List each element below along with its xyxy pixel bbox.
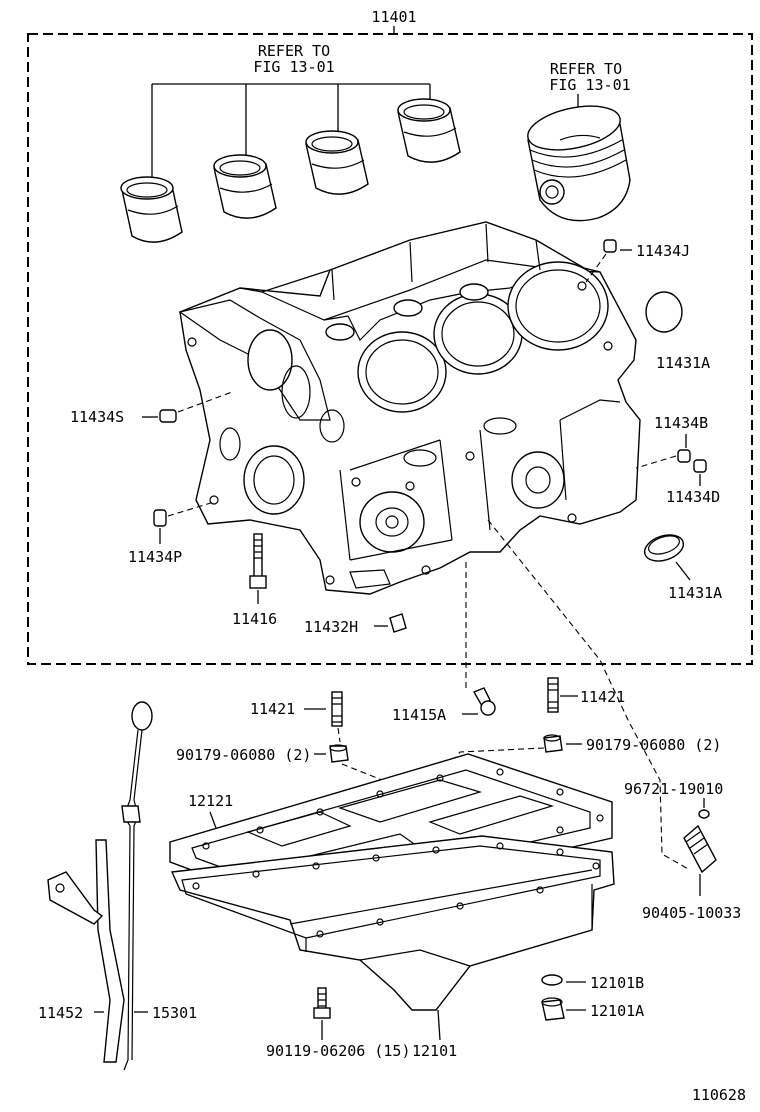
assembly-label: 11401 — [371, 8, 416, 26]
gasket-12101B: 12101B — [541, 974, 644, 992]
plug-11434J: 11434J — [585, 239, 690, 283]
refer-note-piston: REFER TO FIG 13-01 — [549, 60, 631, 112]
bolt-90119: 90119-06206 (15) — [266, 987, 411, 1060]
bearing-shell-1 — [120, 176, 183, 243]
label-90179-left: 90179-06080 (2) — [176, 746, 311, 764]
label-11421-left: 11421 — [250, 700, 295, 718]
refer-note-bearings: REFER TO FIG 13-01 — [151, 42, 431, 180]
refer-bearings-line2: FIG 13-01 — [253, 58, 334, 76]
label-11452: 11452 — [38, 1004, 83, 1022]
label-90179-right: 90179-06080 (2) — [586, 736, 721, 754]
assembly-callout: 11401 — [371, 8, 417, 34]
assembly-frame — [27, 33, 753, 665]
refer-piston-line1: REFER TO — [550, 60, 622, 78]
pin-11434P: 11434P — [128, 501, 215, 566]
nut-90179-right: 90179-06080 (2) — [451, 734, 721, 763]
oil-pan: 12101 — [170, 835, 615, 1060]
label-90405: 90405-10033 — [642, 904, 741, 922]
bearing-shell-2 — [213, 154, 277, 219]
expansion-plug-top: 11431A — [645, 291, 710, 372]
label-11431A-bottom: 11431A — [668, 584, 722, 602]
label-12101A: 12101A — [590, 1002, 644, 1020]
pin-11434D: 11434D — [666, 459, 720, 506]
label-96721: 96721-19010 — [624, 780, 723, 798]
label-11432H: 11432H — [304, 618, 358, 636]
leader-drain-plug — [487, 519, 691, 871]
label-11434B: 11434B — [654, 414, 708, 432]
label-15301: 15301 — [152, 1004, 197, 1022]
label-11434D: 11434D — [666, 488, 720, 506]
label-12121: 12121 — [188, 792, 233, 810]
figure-number: 110628 — [692, 1086, 746, 1104]
dipstick: 15301 — [121, 701, 197, 1071]
cylinder-block — [178, 221, 641, 595]
refer-bearings-line1: REFER TO — [258, 42, 330, 60]
refer-piston-line2: FIG 13-01 — [549, 76, 630, 94]
stud-11416: 11416 — [232, 533, 277, 628]
dipstick-guide: 11452 — [38, 839, 125, 1063]
plug-11432H: 11432H — [304, 613, 407, 636]
label-12101B: 12101B — [590, 974, 644, 992]
bolt-11415A: 11415A — [392, 562, 496, 724]
label-11434P: 11434P — [128, 548, 182, 566]
expansion-plug-bottom: 11431A — [643, 534, 722, 602]
bearing-shell-3 — [305, 130, 369, 195]
stud-11421-right: 11421 — [547, 677, 625, 713]
pin-11434B: 11434B — [635, 414, 708, 469]
label-90119: 90119-06206 (15) — [266, 1042, 411, 1060]
gasket-96721: 96721-19010 — [624, 780, 723, 819]
plug-90405: 90405-10033 — [642, 824, 741, 922]
label-11415A: 11415A — [392, 706, 446, 724]
label-11434J: 11434J — [636, 242, 690, 260]
label-11431A-top: 11431A — [656, 354, 710, 372]
plug-12101A: 12101A — [541, 997, 644, 1021]
label-11416: 11416 — [232, 610, 277, 628]
label-12101: 12101 — [412, 1042, 457, 1060]
piston — [527, 105, 631, 222]
bearing-shell-4 — [397, 98, 461, 163]
bearing-shells — [120, 98, 461, 243]
label-11434S: 11434S — [70, 408, 124, 426]
pin-11434S: 11434S — [70, 391, 233, 426]
nut-90179-left: 90179-06080 (2) — [176, 744, 421, 801]
stud-11421-left: 11421 — [250, 691, 343, 743]
label-11421-right: 11421 — [580, 688, 625, 706]
